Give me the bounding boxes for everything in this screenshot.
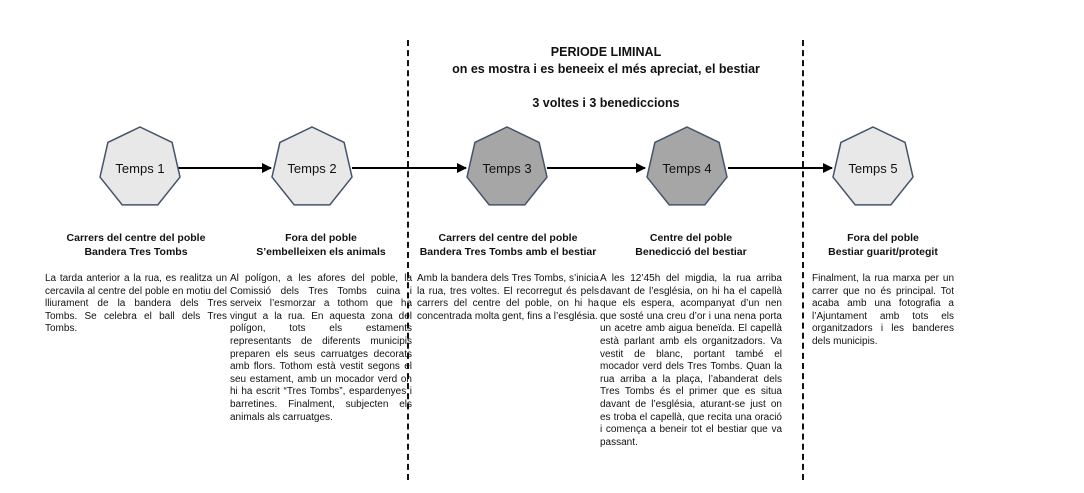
stage-description: A les 12’45h del migdia, la rua arriba d… [600, 273, 782, 448]
stage-place: Carrers del centre del poble [66, 232, 206, 244]
liminal-divider-left [407, 40, 409, 480]
header-title: PERIODE LIMINAL [550, 45, 662, 59]
header-subtitle: on es mostra i es beneeix el més aprecia… [452, 62, 760, 76]
stage-subtitle: Benedicció del bestiar [635, 246, 747, 258]
stage-place: Fora del poble [847, 232, 919, 244]
stage-subtitle: Bandera Tres Tombs [84, 246, 188, 258]
stage-subtitle: Bestiar guarit/protegit [828, 246, 938, 258]
stage-place: Fora del poble [285, 232, 357, 244]
liminal-divider-right [802, 40, 804, 480]
stage-heading: Carrers del centre del poble Bandera Tre… [417, 231, 599, 259]
stage-place: Carrers del centre del poble [438, 232, 578, 244]
header-counts: 3 voltes i 3 benediccions [532, 96, 680, 110]
stage-node-label-4: Temps 4 [662, 161, 711, 176]
stage-node-2 [271, 126, 353, 206]
stage-node-5 [832, 126, 914, 206]
stage-node-label-5: Temps 5 [848, 161, 897, 176]
stage-heading: Centre del poble Benedicció del bestiar [600, 231, 782, 259]
stage-description: Amb la bandera dels Tres Tombs, s’inicia… [417, 273, 599, 322]
stage-description: Finalment, la rua marxa per un carrer qu… [812, 273, 954, 347]
stage-description: Al polígon, a les afores del poble, la C… [230, 273, 412, 423]
stage-node-label-2: Temps 2 [287, 161, 336, 176]
stage-node-label-3: Temps 3 [482, 161, 531, 176]
stage-node-4 [646, 126, 728, 206]
stage-heading: Fora del poble Bestiar guarit/protegit [812, 231, 954, 259]
stage-node-3 [466, 126, 548, 206]
stage-heading: Fora del poble S’embelleixen els animals [230, 231, 412, 259]
liminal-period-header: PERIODE LIMINAL on es mostra i es beneei… [409, 44, 803, 112]
stage-subtitle: Bandera Tres Tombs amb el bestiar [419, 246, 597, 258]
stage-place: Centre del poble [649, 232, 733, 244]
stage-subtitle: S’embelleixen els animals [256, 246, 386, 258]
stage-description: La tarda anterior a la rua, es realitza … [45, 273, 227, 335]
stage-heading: Carrers del centre del poble Bandera Tre… [45, 231, 227, 259]
stage-node-1 [99, 126, 181, 206]
stage-node-label-1: Temps 1 [115, 161, 164, 176]
